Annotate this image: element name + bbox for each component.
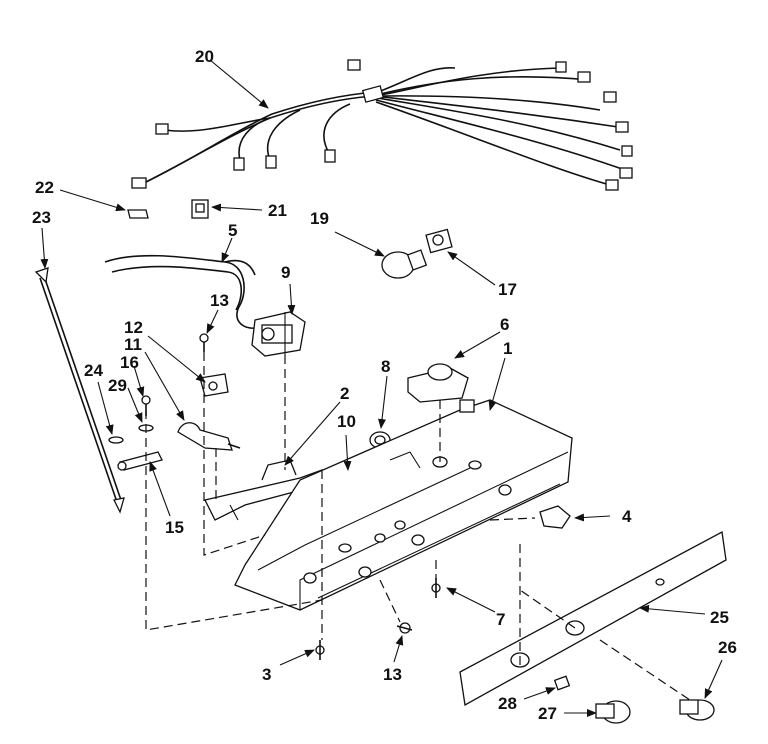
label-25: 25 <box>710 608 729 627</box>
bulb-part-19 <box>381 249 428 279</box>
screw-part-13-upper <box>199 333 209 352</box>
timer-part-6 <box>407 363 469 403</box>
label-29: 29 <box>108 376 127 395</box>
leader-arrows <box>40 59 723 717</box>
clip-part-28 <box>553 675 571 691</box>
label-19: 19 <box>310 209 329 228</box>
socket-part-17 <box>425 228 453 254</box>
label-13-upper: 13 <box>210 291 229 310</box>
label-15: 15 <box>165 518 184 537</box>
switch-part-11 <box>177 422 241 451</box>
label-13-lower: 13 <box>383 665 402 684</box>
lever-part-15 <box>117 451 163 471</box>
label-27: 27 <box>538 704 557 723</box>
bracket-part-12 <box>199 373 229 397</box>
label-21: 21 <box>268 201 287 220</box>
label-11: 11 <box>124 335 142 354</box>
label-4: 4 <box>622 507 632 526</box>
connector-part-4 <box>539 505 571 529</box>
label-9: 9 <box>281 263 290 282</box>
label-6: 6 <box>500 315 509 334</box>
label-2: 2 <box>340 384 349 403</box>
washer-part-24 <box>108 436 124 444</box>
label-12: 12 <box>124 318 143 337</box>
label-7: 7 <box>496 610 505 629</box>
label-23: 23 <box>32 208 51 227</box>
label-1: 1 <box>503 339 512 358</box>
label-16: 16 <box>120 353 139 372</box>
label-8: 8 <box>381 357 390 376</box>
housing-part-1 <box>234 399 573 611</box>
clip-part-22 <box>127 209 149 219</box>
label-22: 22 <box>35 178 54 197</box>
knob-part-27 <box>595 700 631 724</box>
label-20: 20 <box>195 47 214 66</box>
label-24: 24 <box>84 361 103 380</box>
label-5: 5 <box>228 221 237 240</box>
screw-part-16 <box>141 395 151 416</box>
label-10: 10 <box>337 412 356 431</box>
label-26: 26 <box>718 638 737 657</box>
assembly-lines <box>145 352 691 701</box>
screw-part-3 <box>315 640 325 660</box>
screw-part-7 <box>431 578 441 598</box>
part-labels: 20 22 21 23 5 19 17 9 13 12 11 16 6 1 8 … <box>32 47 737 723</box>
knob-part-26 <box>679 699 715 721</box>
wire-harness <box>131 59 633 191</box>
clip-part-21 <box>191 199 209 219</box>
label-17: 17 <box>498 280 517 299</box>
label-3: 3 <box>262 665 271 684</box>
label-28: 28 <box>498 694 517 713</box>
screw-part-13-lower <box>396 622 413 634</box>
rod-part-23 <box>34 267 125 514</box>
control-part-9 <box>251 311 306 357</box>
